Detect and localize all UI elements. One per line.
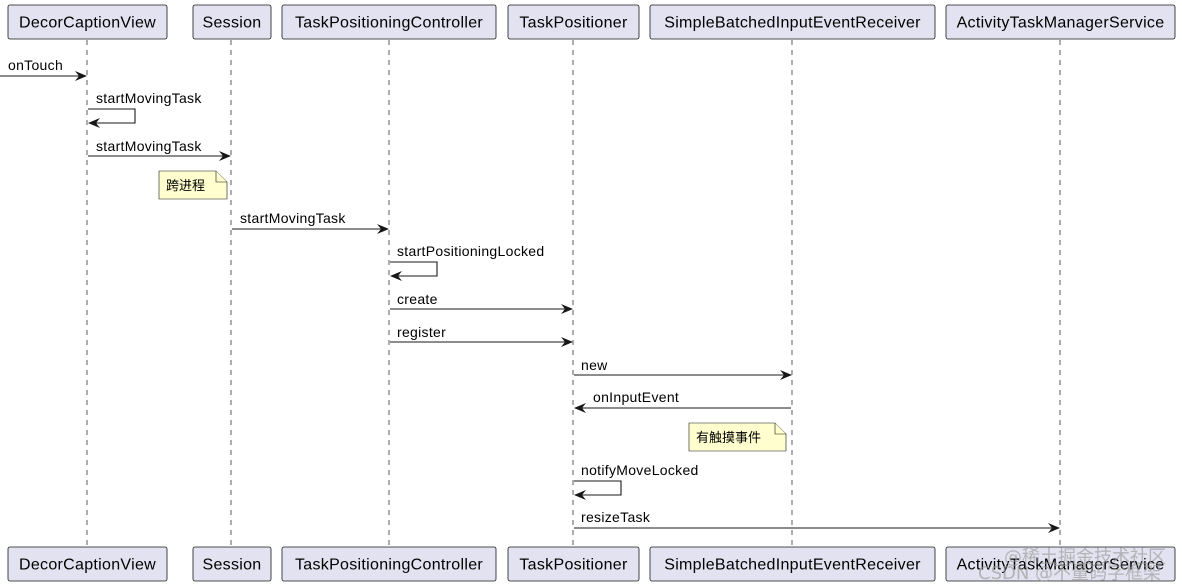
message-new: new	[574, 357, 792, 380]
message-label: onInputEvent	[593, 389, 679, 405]
watermark: @稀土掘金技术社区 CSDN @不量码字框架	[978, 547, 1166, 584]
messages: onTouch startMovingTask startMovingTask …	[0, 57, 1060, 533]
message-label: notifyMoveLocked	[581, 462, 699, 478]
participant-label: DecorCaptionView	[19, 557, 156, 574]
message-startmovingtask-to-session: startMovingTask	[88, 138, 231, 161]
note-touch-event: 有触摸事件	[688, 422, 787, 452]
message-label: startMovingTask	[240, 210, 346, 226]
participant-simplebatchedinputeventreceiver-bottom: SimpleBatchedInputEventReceiver	[649, 546, 936, 582]
message-label: create	[397, 291, 438, 307]
participant-taskpositioningcontroller-top: TaskPositioningController	[281, 4, 497, 40]
participant-taskpositioningcontroller-bottom: TaskPositioningController	[281, 546, 497, 582]
message-startmovingtask-self: startMovingTask	[88, 90, 202, 128]
participant-label: DecorCaptionView	[19, 15, 156, 32]
participant-activitytaskmanagerservice-top: ActivityTaskManagerService	[945, 4, 1176, 40]
note-cross-process: 跨进程	[158, 170, 228, 200]
participant-session-bottom: Session	[192, 546, 272, 582]
message-label: startPositioningLocked	[397, 243, 544, 259]
participant-activitytaskmanagerservice-bottom: ActivityTaskManagerService	[945, 546, 1176, 582]
participant-label: Session	[202, 15, 261, 32]
message-startpositioninglocked-self: startPositioningLocked	[390, 243, 544, 281]
participant-decorcaptionview-bottom: DecorCaptionView	[7, 546, 168, 582]
note-text: 跨进程	[166, 179, 205, 194]
watermark-top-text: @稀土掘金技术社区	[1004, 547, 1166, 568]
message-startmovingtask-to-controller: startMovingTask	[232, 210, 389, 234]
message-create: create	[390, 291, 573, 314]
message-register: register	[390, 324, 573, 347]
participant-label: TaskPositioningController	[295, 557, 483, 574]
participant-decorcaptionview-top: DecorCaptionView	[7, 4, 168, 40]
message-oninputevent: onInputEvent	[574, 389, 791, 413]
message-label: new	[581, 357, 608, 373]
message-ontouch: onTouch	[0, 57, 87, 81]
participant-taskpositioner-top: TaskPositioner	[507, 4, 640, 40]
participants-top: DecorCaptionView Session TaskPositioning…	[7, 4, 1176, 40]
participant-label: TaskPositioner	[519, 557, 628, 574]
message-label: startMovingTask	[96, 90, 202, 106]
note-text: 有触摸事件	[696, 431, 761, 446]
participant-taskpositioner-bottom: TaskPositioner	[507, 546, 640, 582]
message-label: resizeTask	[581, 509, 651, 525]
participant-label: ActivityTaskManagerService	[957, 15, 1165, 32]
participant-label: TaskPositioner	[519, 15, 628, 32]
participant-session-top: Session	[192, 4, 272, 40]
lifelines	[86, 40, 1061, 548]
participants-bottom: DecorCaptionView Session TaskPositioning…	[7, 546, 1176, 582]
watermark-text: CSDN @不量码字框架	[978, 563, 1161, 584]
message-notifymovelocked-self: notifyMoveLocked	[574, 462, 699, 500]
participant-label: TaskPositioningController	[295, 15, 483, 32]
participant-label: ActivityTaskManagerService	[957, 557, 1165, 574]
participant-simplebatchedinputeventreceiver-top: SimpleBatchedInputEventReceiver	[649, 4, 936, 40]
message-label: register	[397, 324, 446, 340]
participant-label: SimpleBatchedInputEventReceiver	[664, 15, 921, 32]
message-resizetask: resizeTask	[574, 509, 1060, 533]
message-label: onTouch	[8, 57, 63, 73]
participant-label: SimpleBatchedInputEventReceiver	[664, 557, 921, 574]
message-label: startMovingTask	[96, 138, 202, 154]
participant-label: Session	[202, 557, 261, 574]
